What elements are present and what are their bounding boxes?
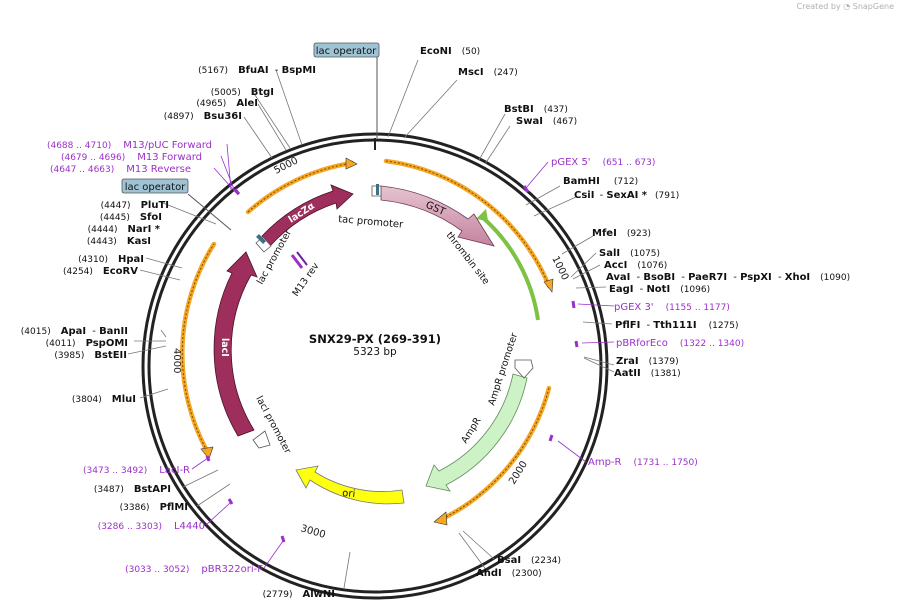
orf-arrowhead-gst bbox=[543, 278, 554, 293]
enzyme-mlui: (3804)MluI bbox=[72, 394, 136, 405]
primer-leader-lines bbox=[191, 143, 615, 569]
primer-pbr322ori-f: (3033 .. 3052)pBR322ori-F bbox=[125, 564, 263, 575]
label-laci: lacI bbox=[219, 338, 230, 357]
primer-labels: pGEX 5'(651 .. 673) pGEX 3'(1155 .. 1177… bbox=[47, 140, 744, 575]
enzyme-sfoi: (4445)SfoI bbox=[100, 212, 162, 223]
enzyme-msci: MscI(247) bbox=[458, 67, 518, 78]
credit-prefix: Created by bbox=[796, 2, 841, 11]
backbone-outer bbox=[141, 132, 609, 600]
plasmid-size: 5323 bp bbox=[353, 346, 397, 358]
enzyme-alwni: (2779)AlwNI bbox=[263, 589, 335, 600]
primer-ticks bbox=[205, 185, 579, 543]
enzyme-bsu36i: (4897)Bsu36I bbox=[164, 111, 242, 122]
enzyme-bsai: BsaI(2234) bbox=[497, 555, 561, 566]
enzyme-pspomi: (4011)PspOMI bbox=[46, 338, 128, 349]
enzyme-kasi: (4443)KasI bbox=[87, 236, 151, 247]
lac-operator-box-top: lac operator bbox=[313, 42, 380, 138]
enzyme-sali: SalI(1075) bbox=[599, 248, 660, 259]
feature-ori bbox=[295, 465, 405, 505]
ruler-4000: 4000 bbox=[171, 348, 182, 373]
enzyme-bstapi: (3487)BstAPI bbox=[94, 484, 171, 495]
enzyme-alei: (4965)AleI bbox=[196, 98, 258, 109]
lac-operator-mark-1 bbox=[376, 184, 379, 195]
primer-laci-r: (3473 .. 3492)LacI-R bbox=[83, 465, 190, 476]
lac-operator-mark-2 bbox=[256, 234, 266, 244]
lac-operator-label-top: lac operator bbox=[316, 46, 377, 57]
primer-pgex5: pGEX 5'(651 .. 673) bbox=[551, 157, 655, 168]
enzyme-btgi: (5005)BtgI bbox=[211, 87, 274, 98]
plasmid-name: SNX29-PX (269-391) bbox=[309, 332, 441, 346]
enzyme-aatii: AatII(1381) bbox=[614, 368, 681, 379]
enzyme-bsteii: (3985)BstEII bbox=[54, 350, 127, 361]
primer-m13-reverse: (4647 .. 4663)M13 Reverse bbox=[50, 164, 191, 175]
thrombin-arc bbox=[479, 214, 540, 321]
enzyme-ecorv: (4254)EcoRV bbox=[63, 266, 138, 277]
enzyme-labels-left: (2779)AlwNI (3386)PflMI (3487)BstAPI (38… bbox=[21, 65, 335, 600]
enzyme-pflfi-tth111i: PflFI - Tth111I(1275) bbox=[615, 320, 739, 331]
enzyme-econi: EcoNI(50) bbox=[420, 46, 480, 57]
feature-laci bbox=[213, 251, 258, 437]
orf-arc-laci bbox=[180, 241, 217, 454]
primer-l4440: (3286 .. 3303)L4440 bbox=[98, 521, 205, 532]
enzyme-ahdi: AhdI(2300) bbox=[476, 568, 542, 579]
primer-m13-forward: (4679 .. 4696)M13 Forward bbox=[61, 152, 202, 163]
m13-rev-marks bbox=[290, 251, 308, 269]
ruler-3000: 3000 bbox=[299, 523, 326, 541]
label-ori: ori bbox=[342, 488, 356, 500]
enzyme-pflmi: (3386)PflMI bbox=[120, 502, 188, 513]
enzyme-swai: SwaI(467) bbox=[516, 116, 577, 127]
enzyme-labels-right: EcoNI(50) MscI(247) BstBI(437) SwaI(467)… bbox=[420, 46, 850, 579]
orf-arrowhead-ampr bbox=[433, 511, 448, 526]
enzyme-nari: (4444)NarI * bbox=[88, 224, 161, 235]
enzyme-mfei: MfeI(923) bbox=[592, 228, 651, 239]
feature-ampr bbox=[425, 373, 528, 492]
orf-arrowhead-lacza bbox=[345, 157, 358, 170]
snapgene-credit: Created by ◔ SnapGene bbox=[797, 2, 894, 11]
orf-arc-ampr bbox=[437, 385, 552, 523]
orf-arrowhead-laci bbox=[200, 446, 214, 460]
enzyme-eagi-noti: EagI - NotI(1096) bbox=[609, 284, 710, 295]
label-tac-promoter: tac promoter bbox=[338, 214, 405, 231]
lac-operator-label-left: lac operator bbox=[125, 182, 186, 193]
ampr-promoter-arrow bbox=[514, 359, 534, 379]
enzyme-pluti: (4447)PluTI bbox=[101, 200, 169, 211]
enzyme-bfuai-bspmi: (5167)BfuAI - BspMI bbox=[198, 65, 316, 76]
lac-operator-box-left: lac operator bbox=[121, 178, 232, 231]
enzyme-apai-banii: (4015)ApaI - BanII bbox=[21, 326, 128, 337]
enzyme-acci: AccI(1076) bbox=[604, 260, 667, 271]
ruler-1000: 1000 bbox=[549, 254, 570, 282]
credit-brand: SnapGene bbox=[852, 2, 894, 11]
primer-amp-r: Amp-R(1731 .. 1750) bbox=[588, 457, 698, 468]
enzyme-bamhi: BamHI(712) bbox=[563, 176, 638, 187]
feature-lacza bbox=[261, 184, 354, 247]
primer-pgex3: pGEX 3'(1155 .. 1177) bbox=[614, 302, 730, 313]
label-m13-rev: M13 rev bbox=[290, 261, 321, 299]
enzyme-zrai: ZraI(1379) bbox=[616, 356, 679, 367]
primer-m13-puc-forward: (4688 .. 4710)M13/pUC Forward bbox=[47, 140, 212, 151]
enzyme-hpai: (4310)HpaI bbox=[78, 254, 144, 265]
enzyme-bstbi: BstBI(437) bbox=[504, 104, 568, 115]
enzyme-avai-group: AvaI - BsoBI - PaeR7I - PspXI - XhoI(109… bbox=[606, 272, 850, 283]
primer-pbrforeco: pBRforEco(1322 .. 1340) bbox=[616, 338, 744, 349]
laci-promoter-arrow bbox=[252, 430, 271, 449]
feature-gst bbox=[380, 185, 495, 247]
snapgene-logo-icon: ◔ bbox=[843, 2, 851, 11]
enzyme-csii-sexai: CsiI - SexAI *(791) bbox=[574, 190, 679, 201]
leader-lines bbox=[127, 59, 615, 589]
